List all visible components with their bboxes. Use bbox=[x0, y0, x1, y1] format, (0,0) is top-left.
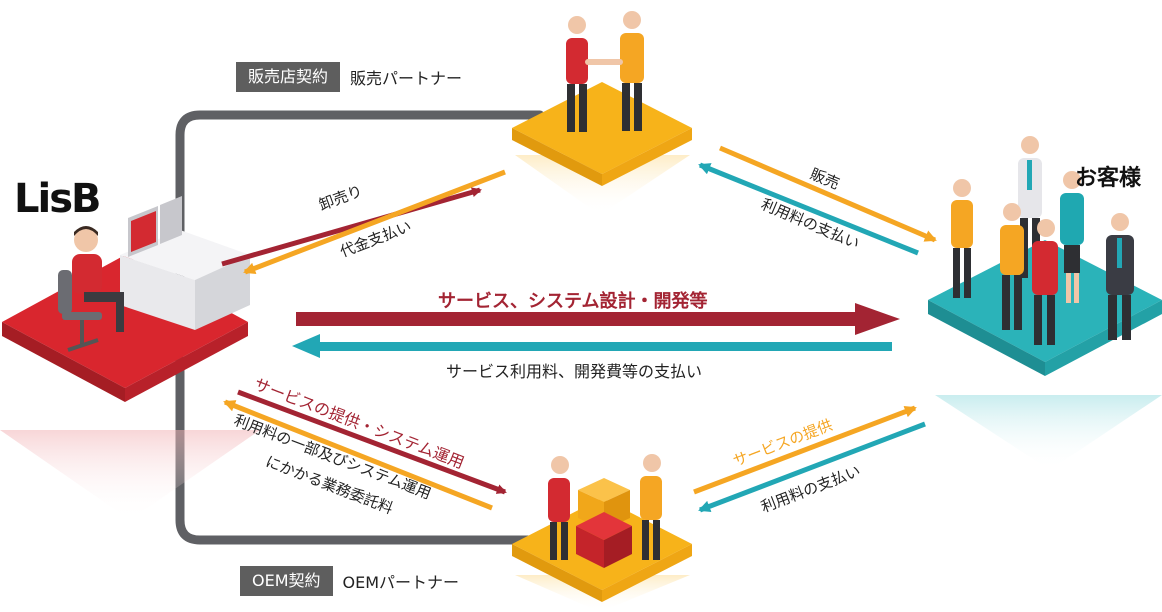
arrow-wholesale bbox=[221, 187, 482, 267]
arrow-sales bbox=[719, 145, 937, 243]
arrow-partial-fee bbox=[223, 399, 493, 511]
arrow-main-payment bbox=[292, 334, 892, 358]
arrow-usage-payment-bottom bbox=[698, 421, 926, 513]
dealer-contract-line bbox=[175, 110, 545, 305]
main-payment-label: サービス利用料、開発費等の支払い bbox=[446, 362, 703, 381]
arrow-main-service bbox=[296, 303, 900, 335]
arrow-service-provide bbox=[693, 405, 917, 495]
oem-contract-badge: OEM契約 bbox=[240, 566, 333, 596]
dealer-partner-label: 販売パートナー bbox=[350, 69, 463, 88]
lisb-platform bbox=[0, 196, 260, 520]
arrow-usage-payment-top bbox=[698, 162, 919, 256]
main-service-label: サービス、システム設計・開発等 bbox=[438, 291, 708, 312]
lisb-logo: LisB bbox=[14, 176, 101, 222]
customers-label: お客様 bbox=[1075, 166, 1142, 191]
arrow-agency-payment bbox=[243, 169, 506, 275]
oem-partner-label: OEMパートナー bbox=[342, 573, 460, 592]
dealer-partner-platform bbox=[512, 11, 692, 215]
dealer-contract-badge: 販売店契約 bbox=[236, 62, 341, 92]
oem-contract-line bbox=[175, 355, 545, 545]
oem-partner-platform bbox=[512, 454, 692, 612]
customer-platform bbox=[928, 136, 1162, 470]
dealer-contract-tag: 販売店契約 販売パートナー bbox=[236, 62, 462, 92]
arrow-provide-ops bbox=[237, 389, 507, 495]
oem-contract-tag: OEM契約 OEMパートナー bbox=[240, 566, 459, 596]
